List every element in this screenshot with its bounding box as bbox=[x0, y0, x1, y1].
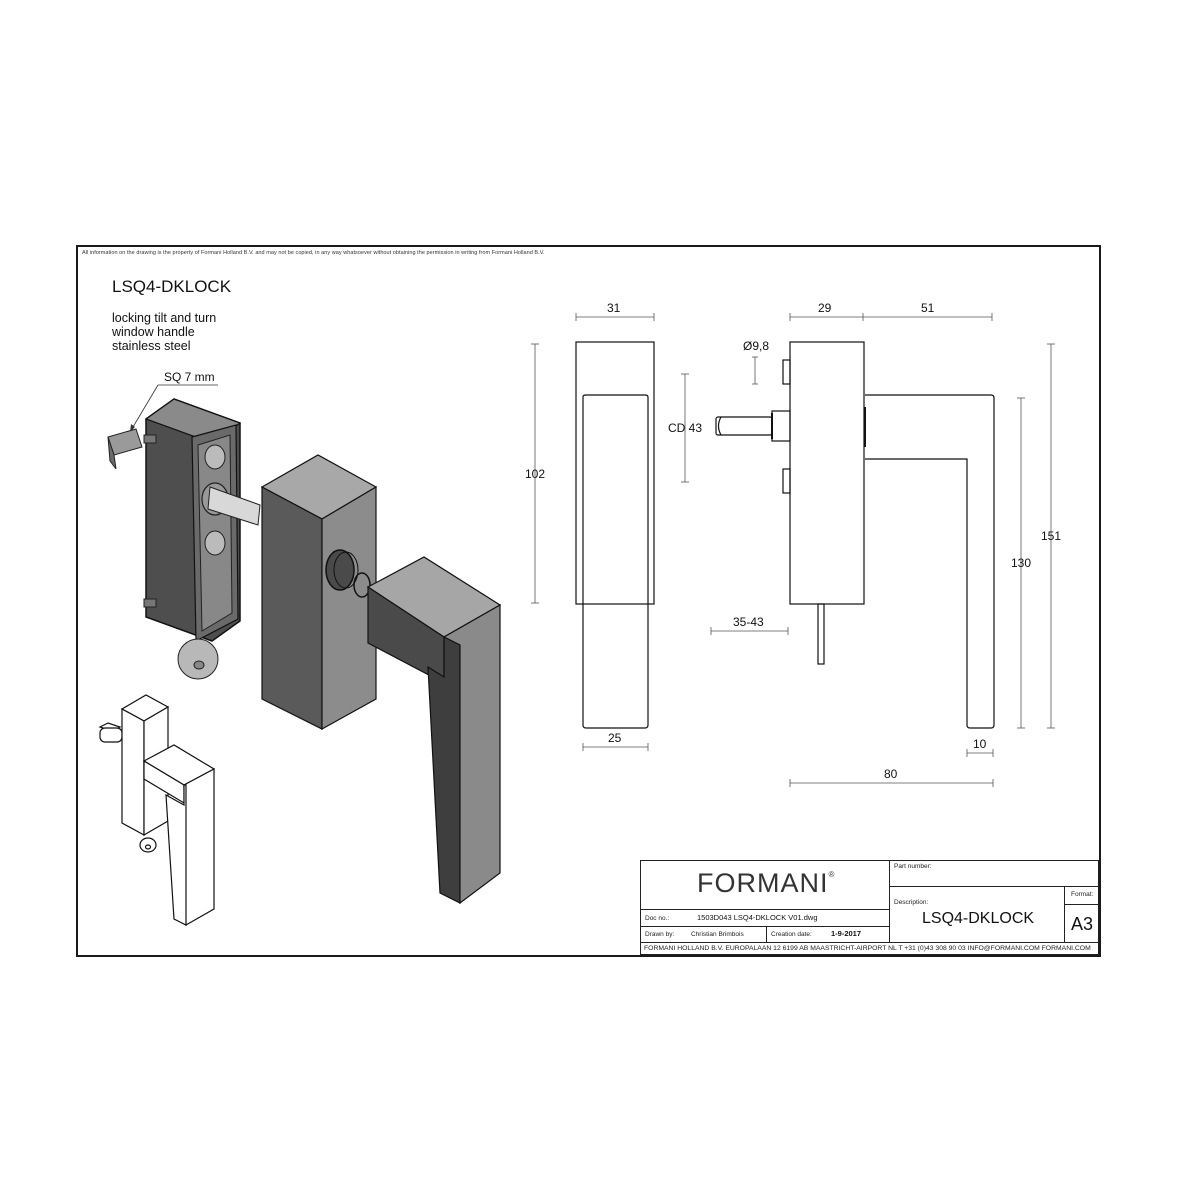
title-block: FORMANI® Part number: Description: LSQ4-… bbox=[640, 860, 1099, 955]
dim-side-bottom-width: 25 bbox=[608, 731, 622, 745]
dim-side-height: 102 bbox=[525, 467, 545, 481]
dim-cylinder-diameter: Ø9,8 bbox=[743, 339, 769, 353]
format-label: Format: bbox=[1071, 891, 1094, 898]
format-label-cell: Format: bbox=[1064, 886, 1099, 905]
drawing-sheet: All information on the drawing is the pr… bbox=[76, 245, 1101, 957]
sq-callout-label: SQ 7 mm bbox=[164, 370, 215, 384]
format-value: A3 bbox=[1071, 914, 1094, 934]
drawn-by-label: Drawn by: bbox=[645, 931, 675, 938]
part-number-label: Part number: bbox=[894, 863, 932, 870]
side-view bbox=[575, 341, 655, 729]
copyright-disclaimer: All information on the drawing is the pr… bbox=[82, 250, 545, 256]
dim-lever-width: 10 bbox=[973, 737, 987, 751]
dim-overall-length: 80 bbox=[884, 767, 898, 781]
company-address: FORMANI HOLLAND B.V. EUROPALAAN 12 6199 … bbox=[644, 945, 1091, 952]
doc-no-label: Doc no.: bbox=[645, 915, 670, 922]
formani-logo: FORMANI® bbox=[697, 868, 835, 899]
technical-drawings: SQ 7 mm bbox=[98, 301, 1061, 927]
brand-name: FORMANI bbox=[697, 868, 829, 898]
doc-no-value: 1503D043 LSQ4-DKLOCK V01.dwg bbox=[697, 913, 818, 922]
description-label: Description: bbox=[894, 899, 929, 906]
dim-lever-projection: 51 bbox=[921, 301, 935, 315]
creation-date-label: Creation date: bbox=[771, 931, 812, 938]
front-view bbox=[715, 341, 995, 729]
description-line: window handle bbox=[112, 325, 195, 339]
dim-side-top-width: 31 bbox=[607, 301, 621, 315]
dim-overall-height: 151 bbox=[1041, 529, 1061, 543]
description-line: stainless steel bbox=[112, 339, 191, 353]
dim-rose-depth: 29 bbox=[818, 301, 832, 315]
dim-lever-height: 130 bbox=[1011, 556, 1031, 570]
product-title: LSQ4-DKLOCK bbox=[112, 277, 232, 296]
dim-center-distance: CD 43 bbox=[668, 421, 702, 435]
description-line: locking tilt and turn bbox=[112, 311, 217, 325]
side-view-dimensions bbox=[531, 313, 655, 751]
company-footer-cell: FORMANI HOLLAND B.V. EUROPALAAN 12 6199 … bbox=[640, 942, 1099, 955]
drawn-by-value: Christian Brimbois bbox=[691, 931, 744, 938]
dim-spindle-range: 35-43 bbox=[733, 615, 764, 629]
registered-mark: ® bbox=[828, 870, 836, 879]
front-view-dimensions bbox=[681, 313, 1055, 787]
part-number-cell: Part number: bbox=[889, 860, 1099, 887]
creation-date-value: 1-9-2017 bbox=[831, 929, 862, 938]
isometric-lock-cassette: SQ 7 mm bbox=[107, 370, 261, 680]
creation-date-cell: Creation date: 1-9-2017 bbox=[766, 926, 890, 943]
isometric-handle bbox=[260, 454, 502, 905]
description-cell: Description: LSQ4-DKLOCK bbox=[889, 886, 1065, 943]
drawn-by-cell: Drawn by: Christian Brimbois bbox=[640, 926, 767, 943]
doc-no-cell: Doc no.: 1503D043 LSQ4-DKLOCK V01.dwg bbox=[640, 909, 890, 927]
format-value-cell: A3 bbox=[1064, 904, 1099, 943]
product-description: locking tilt and turn window handle stai… bbox=[112, 311, 216, 353]
logo-cell: FORMANI® bbox=[640, 860, 890, 910]
isometric-outline-view bbox=[98, 694, 216, 927]
description-value: LSQ4-DKLOCK bbox=[922, 910, 1035, 927]
